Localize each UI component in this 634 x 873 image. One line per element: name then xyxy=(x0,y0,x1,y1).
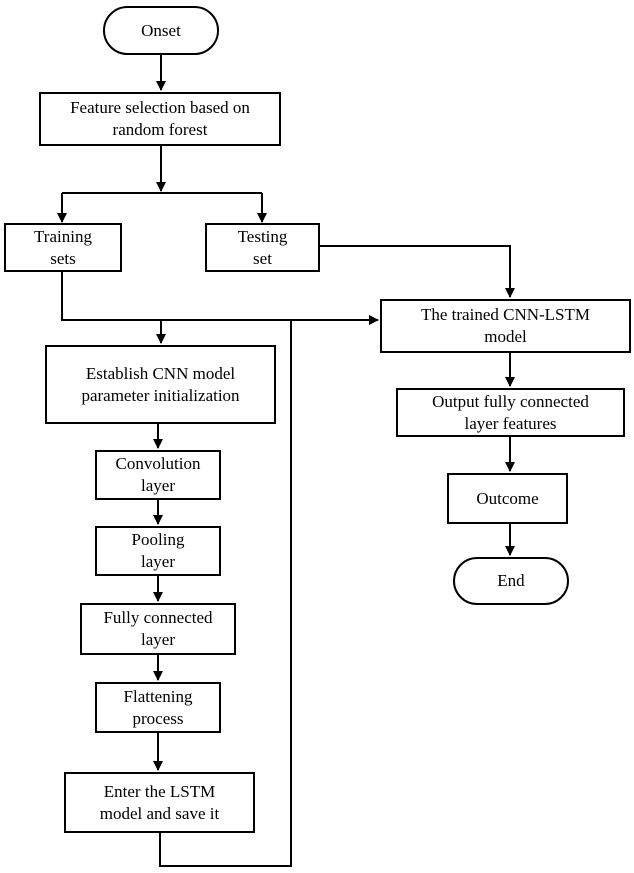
node-onset: Onset xyxy=(103,6,219,55)
node-trained-model: The trained CNN-LSTM model xyxy=(380,299,631,353)
node-end: End xyxy=(453,557,569,605)
node-fully-connected-layer: Fully connected layer xyxy=(80,603,236,655)
node-feature-selection: Feature selection based on random forest xyxy=(39,92,281,146)
node-outcome: Outcome xyxy=(447,473,568,524)
node-training-sets: Training sets xyxy=(4,223,122,272)
node-enter-lstm: Enter the LSTM model and save it xyxy=(64,772,255,833)
node-output-features: Output fully connected layer features xyxy=(396,388,625,437)
node-pooling-layer: Pooling layer xyxy=(95,526,221,576)
training-to-trained-line xyxy=(61,272,379,325)
node-testing-set: Testing set xyxy=(205,223,320,272)
testing-to-trained-line xyxy=(320,245,515,298)
node-establish-cnn: Establish CNN model parameter initializa… xyxy=(45,345,276,424)
node-convolution-layer: Convolution layer xyxy=(95,450,221,500)
lstm-loop-line xyxy=(159,320,292,867)
node-flattening-process: Flattening process xyxy=(95,682,221,733)
